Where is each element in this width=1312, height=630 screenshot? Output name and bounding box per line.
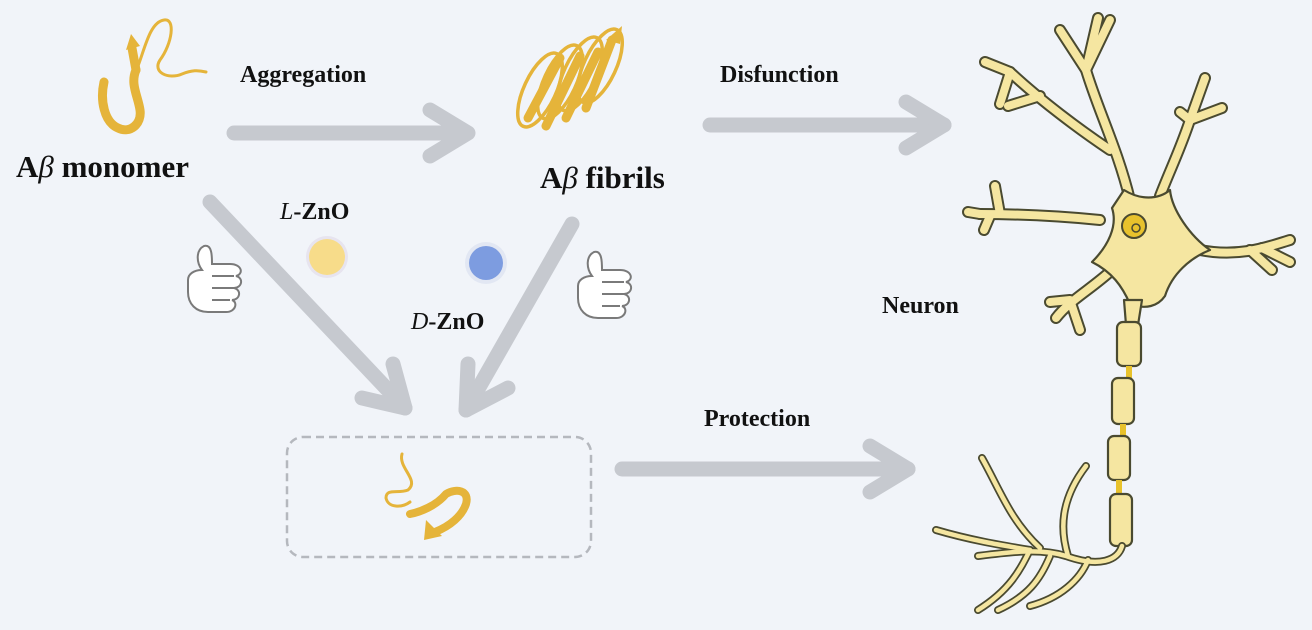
abeta-fibrils-label: Aβ fibrils — [540, 160, 665, 195]
l-zno-nanoparticle — [309, 239, 345, 275]
neuron-nucleus — [1121, 213, 1147, 239]
fibrils-to-complex-arrow — [458, 216, 580, 418]
d-zno-nanoparticle — [469, 246, 503, 280]
abeta-monomer-structure — [98, 18, 208, 135]
aggregation-label: Aggregation — [240, 62, 366, 88]
neuron-illustration — [932, 12, 1296, 614]
inhibited-abeta-structure — [384, 452, 471, 540]
protection-arrow — [614, 438, 916, 500]
l-zno-label: L-ZnO — [279, 199, 349, 225]
myelin-sheath — [1106, 434, 1132, 482]
thumbs-up-icon — [187, 244, 242, 313]
myelin-sheath — [1110, 376, 1136, 426]
myelin-sheath — [1115, 320, 1143, 368]
d-zno-label: D-ZnO — [410, 309, 484, 335]
neuron-soma — [1090, 188, 1212, 308]
neuron-label-text: Neuron — [882, 293, 959, 319]
abeta-fibrils-structure — [515, 26, 625, 131]
protection-label: Protection — [704, 406, 810, 432]
myelin-sheath — [1108, 492, 1134, 548]
monomer-to-complex-arrow — [202, 194, 413, 416]
thumbs-up-icon — [577, 250, 632, 319]
disfunction-label: Disfunction — [720, 62, 839, 88]
aggregation-arrow — [226, 102, 476, 164]
disfunction-arrow — [702, 94, 952, 156]
abeta-monomer-label: Aβ monomer — [16, 149, 189, 184]
inhibited-complex-box — [285, 435, 593, 559]
